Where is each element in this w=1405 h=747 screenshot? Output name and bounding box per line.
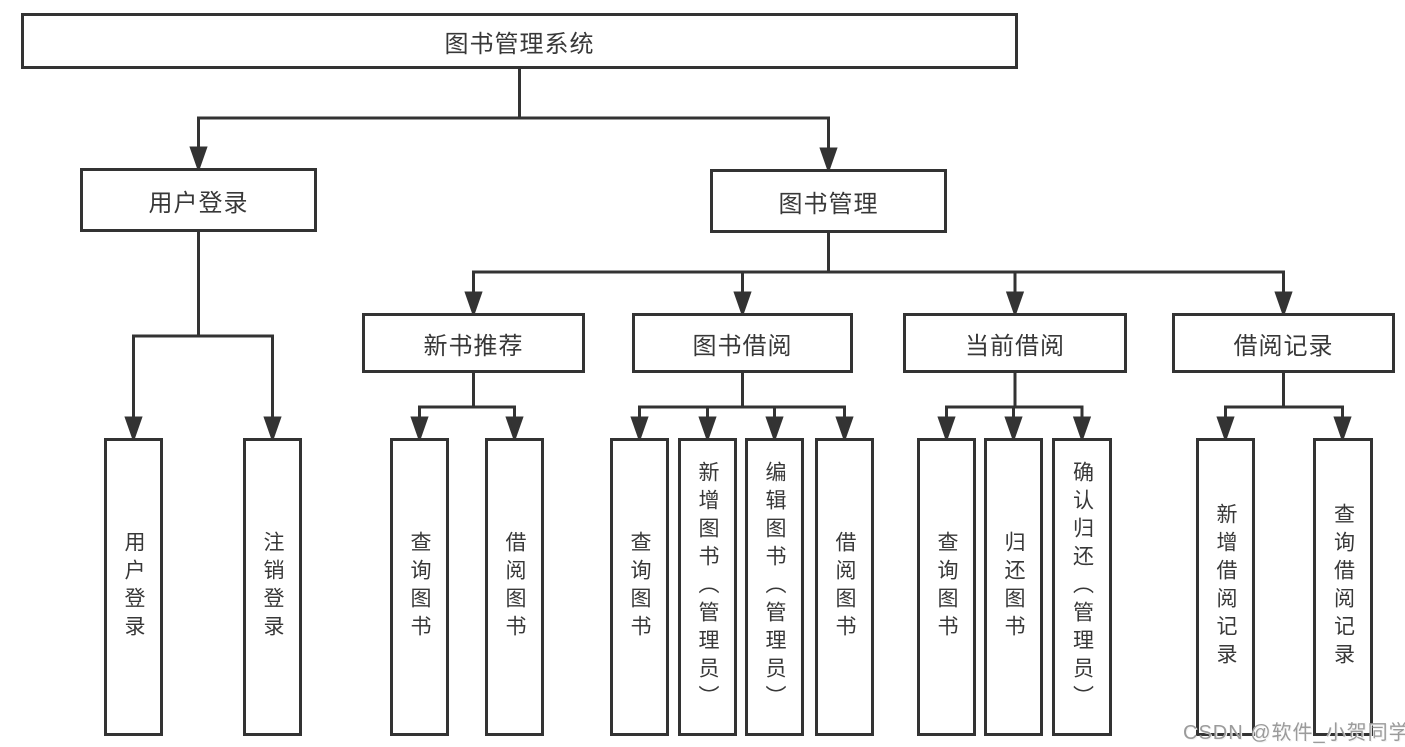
leaf-edit-book-admin: 编辑图书（管理员） [745, 438, 804, 736]
node-new-book-recommendation: 新书推荐 [362, 313, 585, 373]
leaf-add-borrow-record: 新增借阅记录 [1196, 438, 1255, 736]
node-label: 当前借阅 [965, 332, 1065, 360]
leaf-user-login: 用户登录 [104, 438, 163, 736]
node-label: 借阅图书 [833, 531, 856, 643]
node-label: 查询图书 [935, 531, 958, 643]
node-label: 用户登录 [122, 531, 145, 643]
node-label: 编辑图书（管理员） [763, 461, 786, 713]
node-label: 归还图书 [1002, 531, 1025, 643]
node-label: 用户登录 [148, 189, 249, 217]
node-label: 图书管理系统 [444, 30, 595, 58]
node-label: 查询借阅记录 [1331, 503, 1355, 671]
node-label: 查询图书 [408, 531, 431, 643]
leaf-return-books: 归还图书 [984, 438, 1043, 736]
node-borrowing-records: 借阅记录 [1172, 313, 1395, 373]
node-label: 新书推荐 [423, 332, 524, 360]
leaf-query-books-borrowing: 查询图书 [610, 438, 669, 736]
leaf-borrow-books-borrowing: 借阅图书 [815, 438, 874, 736]
node-library-management-system: 图书管理系统 [21, 13, 1018, 69]
leaf-confirm-return-admin: 确认归还（管理员） [1052, 438, 1112, 736]
node-current-borrowing: 当前借阅 [903, 313, 1127, 373]
node-label: 查询图书 [628, 531, 651, 643]
node-label: 图书借阅 [692, 332, 793, 360]
node-label: 新增借阅记录 [1214, 503, 1237, 671]
node-book-borrowing: 图书借阅 [632, 313, 853, 373]
leaf-query-books-current: 查询图书 [917, 438, 976, 736]
leaf-query-books-recommendation: 查询图书 [390, 438, 449, 736]
node-label: 借阅记录 [1233, 332, 1334, 360]
leaf-logout: 注销登录 [243, 438, 302, 736]
leaf-add-book-admin: 新增图书（管理员） [678, 438, 737, 736]
node-label: 新增图书（管理员） [696, 461, 719, 713]
csdn-watermark: CSDN @软件_小贺同学 [1183, 722, 1405, 744]
node-label: 图书管理 [778, 190, 879, 218]
leaf-query-borrow-record: 查询借阅记录 [1313, 438, 1373, 736]
node-label: 确认归还（管理员） [1070, 461, 1094, 713]
node-label: 注销登录 [261, 531, 284, 643]
node-book-management: 图书管理 [710, 169, 947, 233]
node-user-login: 用户登录 [80, 168, 317, 232]
leaf-borrow-books-recommendation: 借阅图书 [485, 438, 544, 736]
node-label: 借阅图书 [503, 531, 526, 643]
